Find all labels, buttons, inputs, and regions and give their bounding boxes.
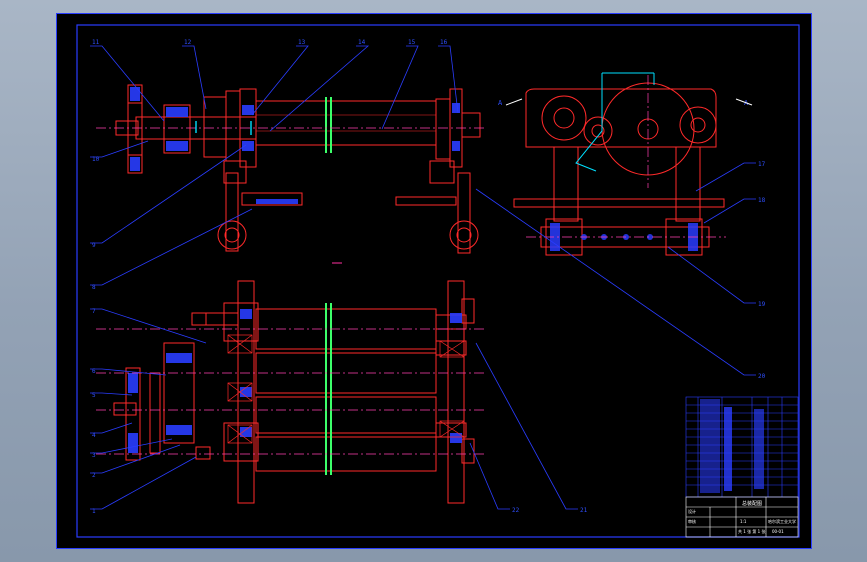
callout-9: 9 <box>92 242 96 249</box>
side-view-cyan <box>575 72 655 172</box>
callout-20: 20 <box>758 373 766 380</box>
callout-17: 17 <box>758 161 766 168</box>
section-mark-left: A <box>498 99 503 107</box>
title-block-scale: 1:1 <box>740 519 747 524</box>
title-block-sheets: 共 1 张 第 1 张 <box>738 528 765 534</box>
callout-12: 12 <box>184 39 192 46</box>
callout-18: 18 <box>758 197 766 204</box>
leader-lines <box>90 45 756 510</box>
front-view-hatching <box>130 87 460 204</box>
cad-canvas: A A <box>56 13 812 549</box>
callout-15: 15 <box>408 39 416 46</box>
title-block-checker: 审核 <box>688 518 696 524</box>
callout-7: 7 <box>92 308 96 315</box>
callout-14: 14 <box>358 39 366 46</box>
weld-seams-front <box>325 97 332 153</box>
cyan-marks-front <box>195 121 252 135</box>
callout-22: 22 <box>512 507 520 514</box>
top-view-hatching <box>128 309 462 453</box>
callout-5: 5 <box>92 392 96 399</box>
weld-seams-top <box>325 303 332 475</box>
title-block-title: 总装配图 <box>742 500 762 507</box>
title-block-school: 哈尔滨工业大学 <box>768 518 796 524</box>
title-block <box>685 496 799 538</box>
top-view <box>113 280 475 504</box>
callout-3: 3 <box>92 452 96 459</box>
callout-6: 6 <box>92 368 96 375</box>
top-view-bearings <box>227 334 465 444</box>
title-block-drawing-no: 00-01 <box>772 529 784 534</box>
inner-frame <box>76 24 800 538</box>
callout-4: 4 <box>92 432 96 439</box>
callout-21: 21 <box>580 507 588 514</box>
title-block-designer: 设计 <box>688 508 696 514</box>
parts-list-entries <box>700 399 764 493</box>
callout-1: 1 <box>92 508 96 515</box>
outer-frame <box>56 13 812 549</box>
callout-13: 13 <box>298 39 306 46</box>
callout-16: 16 <box>440 39 448 46</box>
section-arrows <box>505 98 753 106</box>
drawing-sheet: A A <box>56 13 812 549</box>
callout-8: 8 <box>92 284 96 291</box>
callout-2: 2 <box>92 472 96 479</box>
callout-11: 11 <box>92 39 100 46</box>
callout-10: 10 <box>92 156 100 163</box>
centerlines-top <box>96 328 486 455</box>
callout-19: 19 <box>758 301 766 308</box>
